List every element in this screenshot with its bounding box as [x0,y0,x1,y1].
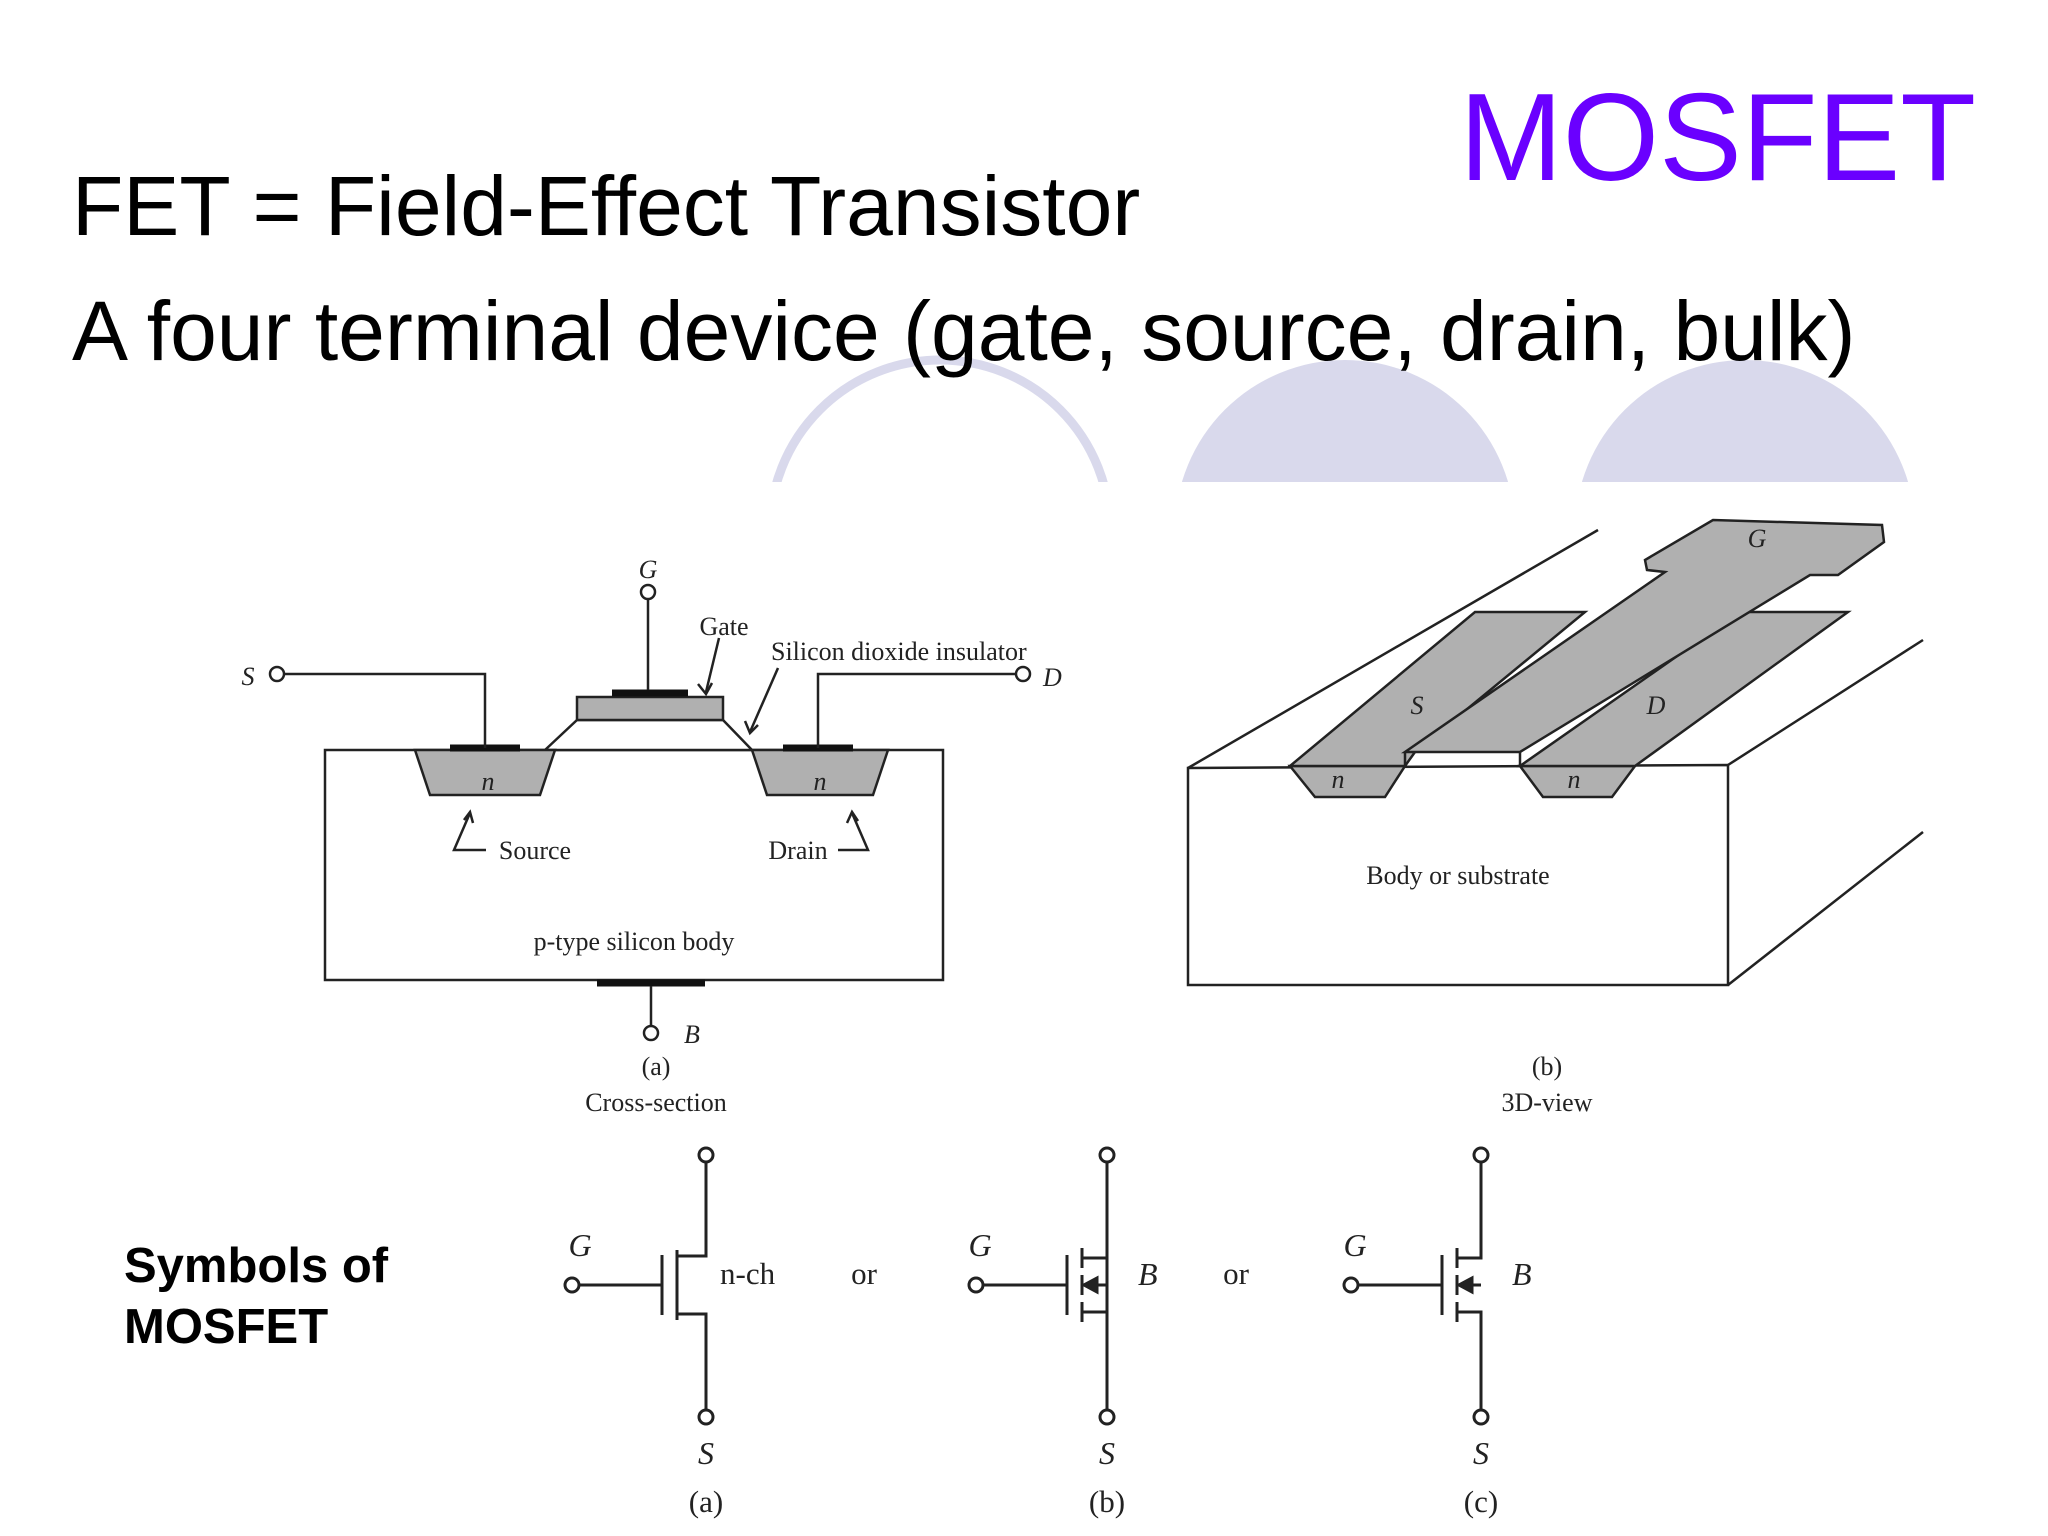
3d-gate-label: G [1748,524,1767,553]
3d-n-left-label: n [1332,765,1345,794]
fet-definition: FET = Field-Effect Transistor [72,159,1141,253]
symbol-b-caption: (b) [1089,1484,1125,1519]
symbols-label-line-2: MOSFET [124,1300,329,1355]
symbol-b-gate-label: G [968,1227,991,1263]
3d-source-label: S [1411,691,1424,720]
cross-section-diagram [268,583,1032,1042]
drain-label: Drain [768,836,827,865]
symbol-a-caption: (a) [689,1484,723,1519]
symbol-c [1342,1146,1490,1426]
source-label: Source [499,836,571,865]
symbol-labels: G n-ch S (a) or G B S (b) or G B S (c) [568,1227,1531,1519]
insulator-label: Silicon dioxide insulator [771,637,1027,666]
symbol-c-caption: (c) [1464,1484,1498,1519]
four-terminal-description: A four terminal device (gate, source, dr… [72,284,1856,378]
symbol-c-gate-label: G [1343,1227,1366,1263]
symbols-label-line-1: Symbols of [124,1239,389,1293]
body-label: p-type silicon body [534,927,735,956]
symbol-b [967,1146,1116,1426]
symbol-a-gate-label: G [568,1227,591,1263]
n-source-label: n [482,767,495,796]
cross-section-caption: Cross-section [585,1088,727,1117]
3d-view-diagram [1186,518,1924,987]
bulk-terminal-label: B [684,1020,700,1049]
3d-view-labels: G S D n n Body or substrate (b) 3D-view [1332,524,1767,1117]
n-drain-label: n [814,767,827,796]
cross-section-caption-letter: (a) [642,1052,671,1081]
cross-section-labels: G Gate Silicon dioxide insulator S D n n… [242,555,1063,1117]
symbol-a [563,1146,715,1426]
gate-electrode [575,695,725,722]
symbols-of-mosfet-label: Symbols of MOSFET [124,1236,388,1359]
3d-n-right-label: n [1568,765,1581,794]
3d-caption-letter: (b) [1532,1052,1562,1081]
symbol-c-body-label: B [1512,1256,1532,1292]
symbol-a-channel-label: n-ch [720,1256,776,1291]
symbol-b-body-label: B [1138,1256,1158,1292]
symbol-c-source-label: S [1473,1435,1489,1471]
3d-drain-label: D [1646,691,1666,720]
3d-caption: 3D-view [1502,1088,1593,1117]
oxide-layer [541,718,755,752]
drain-terminal-label: D [1042,663,1062,692]
source-terminal-label: S [242,662,255,691]
or-label-1: or [851,1256,878,1291]
gate-label: Gate [699,612,748,641]
or-label-2: or [1223,1256,1250,1291]
gate-strip-3d [1400,518,1886,754]
substrate-label: Body or substrate [1366,861,1549,890]
symbol-b-source-label: S [1099,1435,1115,1471]
source-pad-3d [1286,610,1589,768]
slide-title: MOSFET [1459,69,1976,207]
gate-terminal-label: G [639,555,658,584]
symbol-a-source-label: S [698,1435,714,1471]
